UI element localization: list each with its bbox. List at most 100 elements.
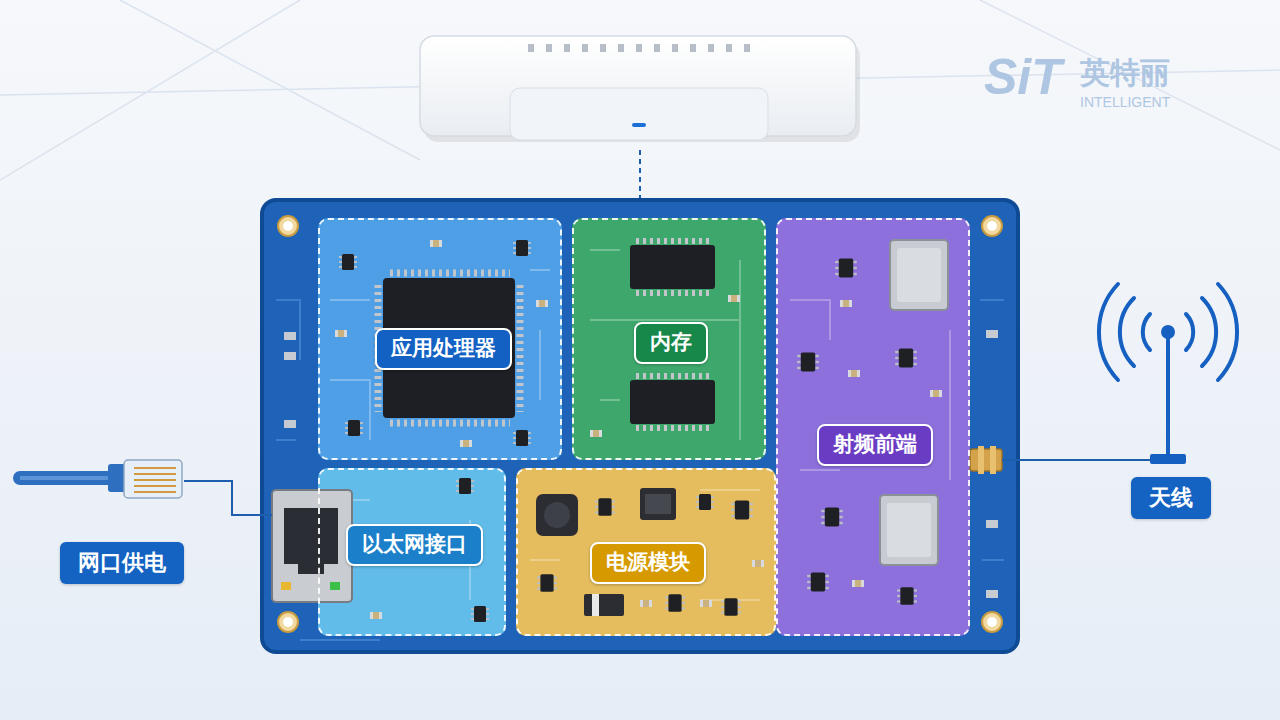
ethernet-port-part — [456, 478, 474, 494]
processor-chip-part — [345, 420, 363, 436]
ceiling-access-point-part-part — [582, 44, 588, 52]
ceiling-access-point-part-part — [726, 44, 732, 52]
network-cable-part — [184, 481, 272, 515]
circuit-board-part-part — [987, 221, 997, 231]
logo-text: SiT — [984, 52, 1062, 102]
circuit-board-part-part — [283, 221, 293, 231]
power-components-part — [752, 560, 764, 567]
circuit-board-part-part — [284, 332, 296, 340]
power-components-part — [595, 498, 615, 516]
ethernet-port-part — [272, 490, 352, 602]
circuit-board-part-part — [982, 216, 1002, 236]
antenna-icon-part — [1143, 314, 1193, 350]
processor-chip-part — [430, 240, 442, 247]
rf-components-part — [835, 258, 857, 277]
power-components-part — [537, 574, 557, 592]
processor-chip-part — [390, 420, 510, 427]
power-components-part — [544, 502, 570, 528]
ethernet-port-part — [298, 564, 324, 574]
rf-components-part — [797, 352, 819, 371]
antenna-icon-part — [1002, 459, 1150, 461]
ethernet-port-part — [370, 612, 382, 619]
antenna-icon-part — [1150, 454, 1186, 464]
circuit-board-part — [262, 200, 1018, 652]
ceiling-access-point-part-part — [564, 44, 570, 52]
power-components-part — [536, 494, 578, 536]
ceiling-access-point-part-part — [636, 44, 642, 52]
power-components-part — [640, 600, 652, 607]
ceiling-access-point-part-part — [618, 44, 624, 52]
ceiling-access-point-part-part — [546, 44, 552, 52]
rf-components-part — [880, 495, 938, 565]
processor-chip-part — [460, 440, 472, 447]
memory-chips-part — [630, 245, 715, 289]
processor-chip-part — [339, 254, 357, 270]
circuit-board-part-part — [284, 352, 296, 360]
board-regions-part — [330, 250, 950, 600]
memory-chips-part — [630, 380, 715, 424]
network-cable-part — [20, 471, 118, 485]
rf-components-part — [897, 248, 941, 302]
circuit-board-part-part — [284, 420, 296, 428]
network-cable — [20, 460, 272, 515]
ceiling-access-point-part — [510, 88, 768, 140]
region-label: 电源模块 — [590, 542, 706, 583]
antenna-icon — [1002, 284, 1237, 464]
power-components-part — [721, 598, 741, 616]
region-label: 射频前端 — [817, 424, 933, 465]
processor-chip — [335, 240, 548, 447]
callout-text: 天线 — [1149, 485, 1193, 511]
antenna-icon-part — [1099, 284, 1237, 380]
region-label: 以太网接口 — [346, 524, 483, 565]
power-components — [536, 488, 764, 616]
circuit-board-part-part — [278, 216, 298, 236]
board-region: 电源模块 — [516, 468, 776, 636]
rf-components-part — [890, 240, 948, 310]
board-regions — [318, 218, 970, 636]
rf-components-part — [990, 446, 996, 474]
circuit-board — [262, 200, 1018, 652]
antenna-icon-part — [1120, 298, 1216, 366]
antenna-icon-part — [1166, 334, 1170, 458]
callout-box: 天线 — [1131, 477, 1211, 519]
power-components-part — [665, 594, 685, 612]
circuit-board-part-part — [986, 330, 998, 338]
logo-text: 英特丽 — [1080, 58, 1170, 88]
memory-chips — [590, 241, 740, 437]
ceiling-access-point-part-part — [708, 44, 714, 52]
ceiling-access-point-part-part — [672, 44, 678, 52]
ceiling-access-point-part — [632, 123, 646, 127]
rf-components-part — [807, 572, 829, 591]
callout-box: 网口供电 — [60, 542, 184, 584]
ceiling-access-point-part-part — [690, 44, 696, 52]
memory-chips-part — [636, 290, 710, 296]
rf-components-part — [970, 449, 1002, 471]
board-region: 射频前端 — [776, 218, 970, 636]
antenna-icon-part — [1161, 325, 1175, 339]
board-regions-part — [572, 218, 766, 460]
ceiling-access-point-part-part — [600, 44, 606, 52]
rf-components — [797, 240, 1002, 605]
ceiling-access-point — [420, 36, 860, 200]
power-components-part — [645, 494, 671, 514]
memory-chips-part — [636, 238, 710, 244]
rf-components-part — [978, 446, 984, 474]
ethernet-port-part — [284, 508, 338, 564]
power-components-part — [700, 600, 712, 607]
rf-components-part — [852, 580, 864, 587]
circuit-board-part-part — [986, 590, 998, 598]
board-regions-part — [516, 468, 776, 636]
ceiling-access-point-part-part — [744, 44, 750, 52]
ceiling-access-point-part — [528, 44, 750, 52]
board-region: 应用处理器 — [318, 218, 562, 460]
ethernet-port-part — [330, 582, 340, 590]
processor-chip-part — [536, 300, 548, 307]
rf-components-part — [848, 370, 860, 377]
memory-chips-part — [636, 373, 710, 379]
board-region: 以太网接口 — [318, 468, 506, 636]
power-components-part — [696, 494, 714, 510]
